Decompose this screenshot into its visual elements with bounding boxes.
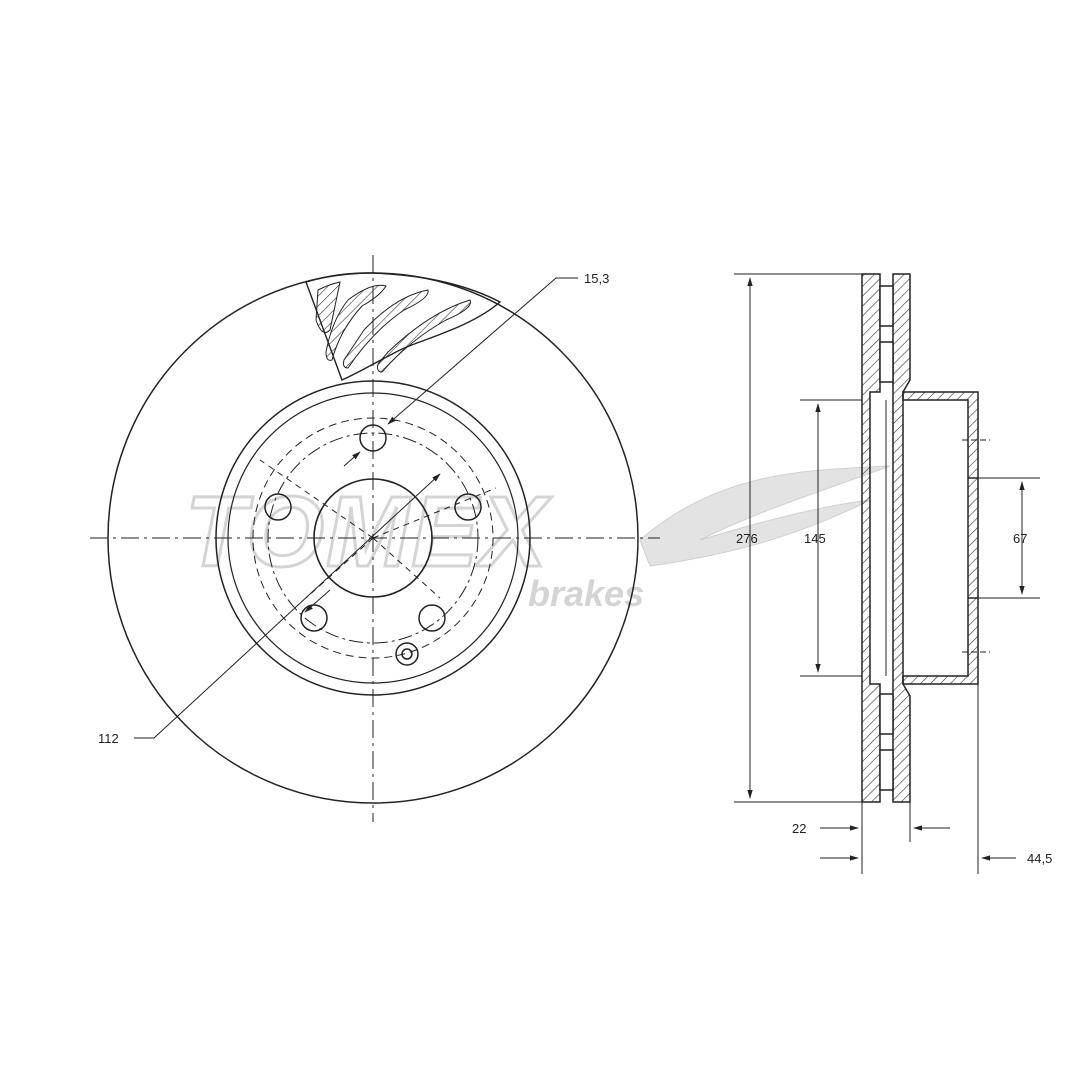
locating-screw-hole-inner — [401, 648, 413, 660]
dim-center-bore-diameter: 67 — [1013, 531, 1027, 546]
bolt-circle-leader — [134, 473, 441, 739]
bolt-hole — [418, 604, 446, 632]
dim-hub-diameter: 145 — [804, 531, 826, 546]
hub-hat-section — [902, 391, 979, 685]
watermark-subtitle: brakes — [528, 573, 644, 614]
bolt-holes — [264, 424, 482, 666]
watermark-swoosh — [639, 465, 891, 567]
bolt-hole — [454, 493, 482, 521]
bolt-hole-leader — [387, 277, 578, 425]
watermark-brand: TOMEX — [185, 476, 552, 588]
watermark: TOMEX brakes — [184, 465, 891, 614]
dim-bolt-circle-diameter: 112 — [98, 731, 119, 746]
front-view-centerlines — [90, 255, 660, 822]
dim-overall-height: 44,5 — [1027, 851, 1052, 866]
friction-plate-inner — [861, 273, 881, 803]
bolt-hole — [264, 493, 292, 521]
front-view-dimensions — [134, 277, 578, 739]
side-view-dimensions — [734, 273, 1040, 874]
locating-screw-hole — [395, 642, 419, 666]
friction-plate-outer — [892, 273, 911, 803]
dim-outer-diameter: 276 — [736, 531, 758, 546]
side-section-view — [861, 273, 979, 803]
vent-cutaway — [305, 272, 502, 381]
dim-bolt-hole-diameter: 15,3 — [584, 271, 609, 286]
bolt-hole — [300, 604, 328, 632]
dim-disc-thickness: 22 — [792, 821, 806, 836]
vent-gaps — [879, 285, 894, 791]
side-view-centerlines — [962, 439, 990, 653]
